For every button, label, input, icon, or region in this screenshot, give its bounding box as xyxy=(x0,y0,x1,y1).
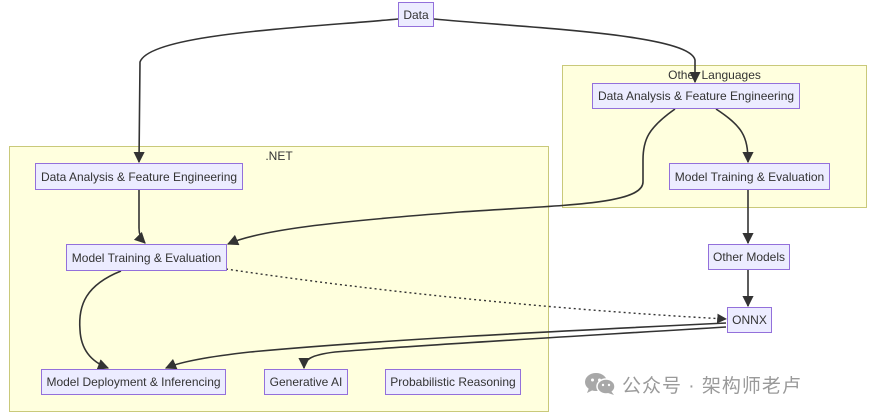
node-net-probabilistic-reasoning[interactable]: Probabilistic Reasoning xyxy=(385,369,521,395)
watermark: 公众号 · 架构师老卢 xyxy=(584,369,802,399)
node-net-model-deployment[interactable]: Model Deployment & Inferencing xyxy=(41,369,226,395)
edge-other-analysis-to-net-training xyxy=(226,108,676,246)
node-data[interactable]: Data xyxy=(398,2,434,27)
wechat-icon xyxy=(585,373,616,395)
node-net-data-analysis[interactable]: Data Analysis & Feature Engineering xyxy=(35,163,243,190)
edge-net-analysis-to-net-training xyxy=(133,190,146,244)
cluster-title-dotnet: .NET xyxy=(265,149,293,163)
watermark-text: 公众号 · 架构师老卢 xyxy=(622,375,802,397)
node-other-models[interactable]: Other Models xyxy=(708,244,790,270)
edge-other-analysis-to-other-training xyxy=(715,108,754,164)
node-other-data-analysis[interactable]: Data Analysis & Feature Engineering xyxy=(592,83,800,109)
edge-data-to-other-analysis xyxy=(433,18,701,84)
edge-onnx-to-net-genai xyxy=(298,326,727,370)
edge-net-training-to-onnx xyxy=(225,268,727,324)
edge-onnx-to-net-deployment xyxy=(164,322,727,370)
edge-net-training-to-net-deployment xyxy=(78,270,122,370)
node-onnx[interactable]: ONNX xyxy=(727,307,772,333)
node-net-model-training[interactable]: Model Training & Evaluation xyxy=(66,244,227,271)
node-other-model-training[interactable]: Model Training & Evaluation xyxy=(669,163,830,190)
node-net-generative-ai[interactable]: Generative AI xyxy=(264,369,348,395)
edge-data-to-net-analysis xyxy=(133,18,399,164)
